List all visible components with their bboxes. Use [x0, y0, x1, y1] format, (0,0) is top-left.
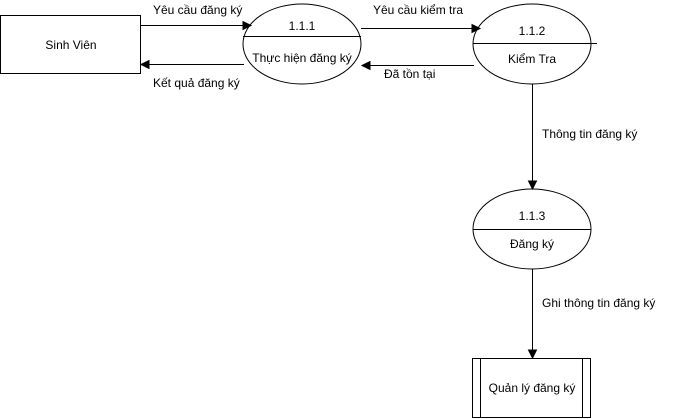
data-store-label: Quản lý đăng ký: [489, 381, 576, 395]
flow-label: Yêu cầu kiểm tra: [373, 3, 463, 17]
process-name: Đăng ký: [510, 237, 554, 251]
external-entity-label: Sinh Viên: [45, 38, 96, 52]
flow-label: Ghi thông tin đăng ký: [542, 296, 655, 310]
flow-already-exists[interactable]: Đã tồn tại: [360, 60, 474, 82]
flow-label: Yêu cầu đăng ký: [153, 3, 242, 17]
process-id: 1.1.3: [519, 209, 546, 223]
external-entity-sinh-vien[interactable]: Sinh Viên: [0, 15, 141, 74]
flow-registration-request[interactable]: Yêu cầu đăng ký: [140, 3, 253, 31]
process-1-1-1[interactable]: 1.1.1 Thực hiện đăng ký: [242, 3, 362, 85]
flow-label: Thông tin đăng ký: [542, 127, 637, 141]
process-1-1-3[interactable]: 1.1.3 Đăng ký: [472, 188, 592, 270]
flow-write-registration-info[interactable]: Ghi thông tin đăng ký: [527, 269, 656, 360]
process-1-1-2[interactable]: 1.1.2 Kiểm Tra: [472, 3, 597, 85]
process-id: 1.1.1: [289, 19, 316, 33]
flow-registration-result[interactable]: Kết quả đăng ký: [139, 59, 244, 91]
flow-label: Đã tồn tại: [384, 67, 435, 81]
process-name: Kiểm Tra: [508, 52, 556, 66]
flow-label: Kết quả đăng ký: [153, 76, 240, 90]
process-name: Thực hiện đăng ký: [252, 51, 351, 65]
flow-registration-info[interactable]: Thông tin đăng ký: [527, 84, 638, 191]
data-store-quan-ly-dang-ky[interactable]: Quản lý đăng ký: [472, 358, 591, 418]
flow-check-request[interactable]: Yêu cầu kiểm tra: [361, 3, 482, 34]
process-id: 1.1.2: [519, 24, 546, 38]
